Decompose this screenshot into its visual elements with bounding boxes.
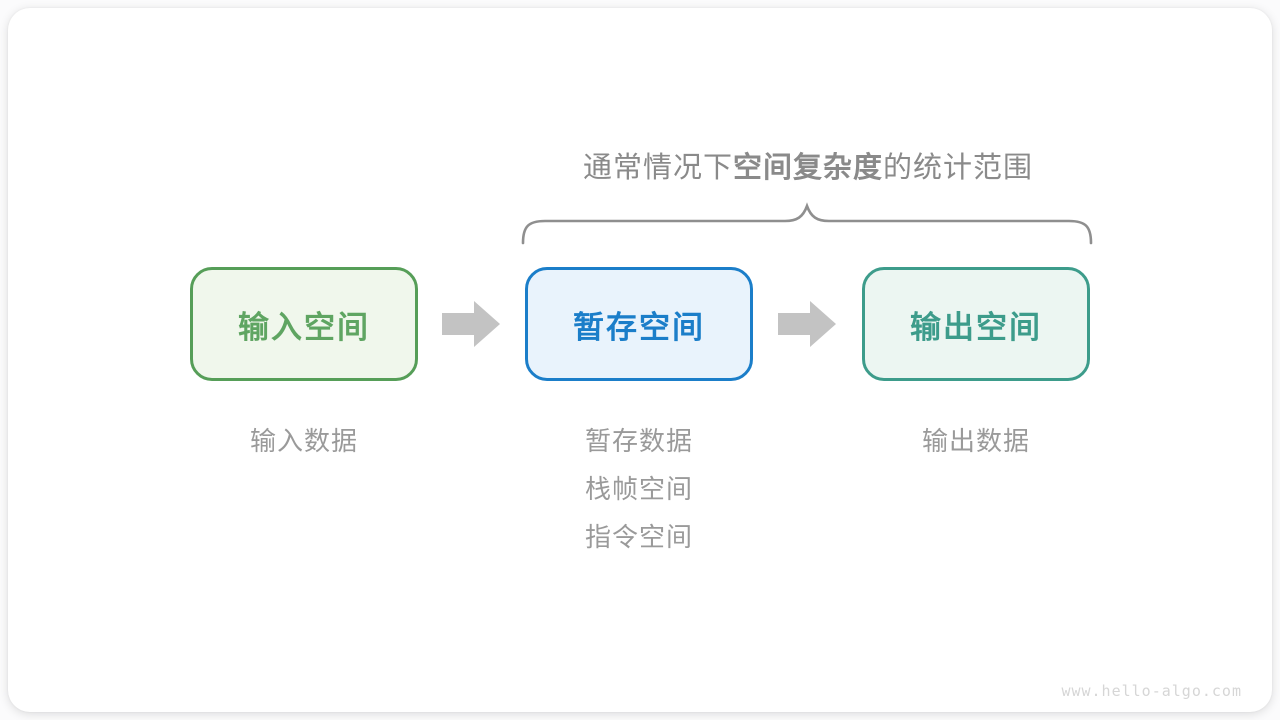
box-input-space-label: 输入空间 bbox=[238, 309, 370, 345]
note-line: 指令空间 bbox=[584, 522, 693, 552]
site-watermark: www.hello-algo.com bbox=[1061, 682, 1242, 700]
scope-brace bbox=[521, 202, 1093, 246]
notes-output-space: 输出数据 bbox=[862, 417, 1090, 465]
box-temp-space-label: 暂存空间 bbox=[573, 309, 705, 345]
arrow-input-to-temp bbox=[442, 301, 500, 347]
box-input-space: 输入空间 bbox=[190, 267, 418, 381]
box-output-space-label: 输出空间 bbox=[910, 309, 1042, 345]
right-arrow-icon bbox=[442, 301, 500, 347]
note-line: 输出数据 bbox=[921, 426, 1030, 456]
annotation-title: 通常情况下空间复杂度的统计范围 bbox=[515, 144, 1101, 186]
box-temp-space: 暂存空间 bbox=[525, 267, 753, 381]
notes-temp-space: 暂存数据 栈帧空间 指令空间 bbox=[525, 417, 753, 561]
right-arrow-icon bbox=[778, 301, 836, 347]
notes-input-space: 输入数据 bbox=[190, 417, 418, 465]
box-output-space: 输出空间 bbox=[862, 267, 1090, 381]
arrow-temp-to-output bbox=[778, 301, 836, 347]
annotation-suffix: 的统计范围 bbox=[883, 152, 1034, 184]
note-line: 输入数据 bbox=[249, 426, 358, 456]
note-line: 栈帧空间 bbox=[584, 474, 693, 504]
note-line: 暂存数据 bbox=[584, 426, 693, 456]
diagram-card: 通常情况下空间复杂度的统计范围 输入空间 暂存空间 输出空间 bbox=[8, 8, 1272, 712]
annotation-highlight: 空间复杂度 bbox=[732, 152, 883, 184]
curly-brace-icon bbox=[521, 202, 1093, 245]
annotation-prefix: 通常情况下 bbox=[582, 152, 733, 184]
